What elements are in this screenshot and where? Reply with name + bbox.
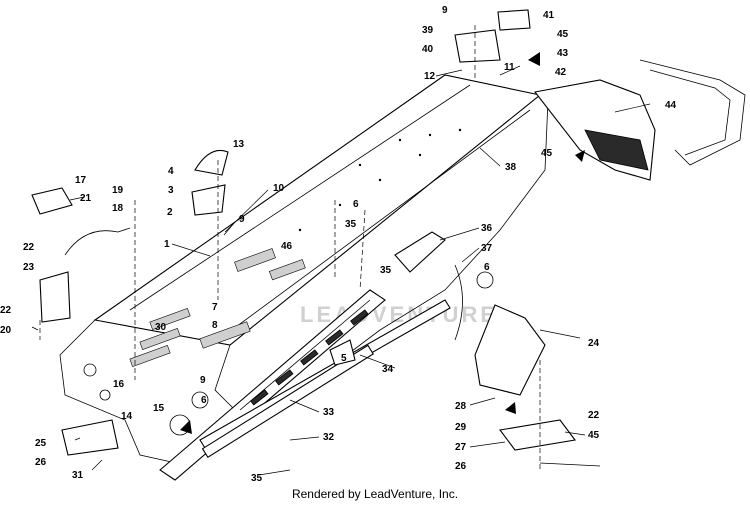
callout-45a: 45 <box>557 29 569 40</box>
rail-cutouts <box>250 309 369 406</box>
leader-lines <box>31 65 651 476</box>
callout-45b: 45 <box>541 148 553 159</box>
part-13-boot <box>194 149 229 176</box>
callout-23: 23 <box>23 262 35 273</box>
callout-43: 43 <box>557 48 569 59</box>
callout-9c: 9 <box>442 5 448 16</box>
watermark-text: LEADVENTURE <box>300 302 498 327</box>
tunnel-rivet-row <box>298 128 462 232</box>
callout-19: 19 <box>112 185 124 196</box>
callout-36: 36 <box>481 223 493 234</box>
part-40-bracket <box>454 29 501 63</box>
side-panel-holes <box>83 363 209 436</box>
callout-5: 5 <box>341 353 347 364</box>
callout-11: 11 <box>504 62 515 73</box>
callout-38: 38 <box>505 162 517 173</box>
callout-41: 41 <box>543 10 555 21</box>
callout-8: 8 <box>212 320 218 331</box>
callout-6c: 6 <box>201 395 207 406</box>
callout-33: 33 <box>323 407 335 418</box>
callout-9b: 9 <box>200 375 206 386</box>
rear-flap-assembly <box>534 59 746 181</box>
callout-28: 28 <box>455 401 467 412</box>
callout-46: 46 <box>281 241 293 252</box>
part-27-step <box>499 419 576 451</box>
part-6-washer <box>476 271 494 289</box>
callout-35c: 35 <box>251 473 263 484</box>
slide-rail-assembly <box>159 289 451 481</box>
callout-labels: 1 2 3 4 5 6 6 6 7 8 9 9 9 10 11 12 13 14… <box>0 5 677 484</box>
callout-20: 20 <box>0 325 12 336</box>
part-5-clip <box>329 339 356 366</box>
callout-7: 7 <box>212 302 218 313</box>
callout-34: 34 <box>382 364 394 375</box>
footer-credit: Rendered by LeadVenture, Inc. <box>291 487 459 501</box>
callout-25: 25 <box>35 438 47 449</box>
callout-4: 4 <box>168 166 174 177</box>
callout-35b: 35 <box>380 265 392 276</box>
callout-27: 27 <box>455 442 467 453</box>
callout-26b: 26 <box>455 461 467 472</box>
callout-40: 40 <box>422 44 434 55</box>
part-24-panel <box>474 304 546 396</box>
callout-3: 3 <box>168 185 174 196</box>
callout-45c: 45 <box>588 430 600 441</box>
part-21-loop <box>64 227 131 256</box>
callout-32: 32 <box>323 432 335 443</box>
callout-2: 2 <box>167 207 173 218</box>
callout-22a: 22 <box>23 242 35 253</box>
callout-37: 37 <box>481 243 493 254</box>
callout-6a: 6 <box>353 199 359 210</box>
callout-14: 14 <box>121 411 133 422</box>
callout-12: 12 <box>424 71 436 82</box>
callout-44: 44 <box>665 100 677 111</box>
callout-21: 21 <box>80 193 92 204</box>
part-41-bolt-plate <box>497 9 531 31</box>
misc-parts <box>31 9 576 456</box>
tunnel-assembly <box>59 74 549 466</box>
alignment-lines <box>39 25 541 470</box>
part-37-chain <box>454 264 463 341</box>
callout-15: 15 <box>153 403 165 414</box>
callout-16: 16 <box>113 379 125 390</box>
direction-arrows <box>180 52 585 434</box>
callout-13: 13 <box>233 139 245 150</box>
callout-17: 17 <box>75 175 87 186</box>
callout-42: 42 <box>555 67 567 78</box>
footwell-slots <box>129 248 306 367</box>
callout-6b: 6 <box>484 262 490 273</box>
callout-31: 31 <box>72 470 84 481</box>
callout-39: 39 <box>422 25 434 36</box>
callout-22b: 22 <box>0 305 12 316</box>
callout-30: 30 <box>155 322 167 333</box>
part-25-guard <box>61 419 119 456</box>
part-23-plate <box>39 271 71 323</box>
callout-1: 1 <box>164 239 170 250</box>
callout-24: 24 <box>588 338 600 349</box>
callout-26a: 26 <box>35 457 47 468</box>
callout-18: 18 <box>112 203 124 214</box>
part-36-bracket <box>394 231 446 273</box>
callout-35a: 35 <box>345 219 357 230</box>
callout-10: 10 <box>273 183 285 194</box>
callout-29: 29 <box>455 422 467 433</box>
callout-9a: 9 <box>239 214 245 225</box>
part-2-bracket <box>191 184 226 216</box>
part-17-pad <box>31 187 73 215</box>
callout-22c: 22 <box>588 410 600 421</box>
